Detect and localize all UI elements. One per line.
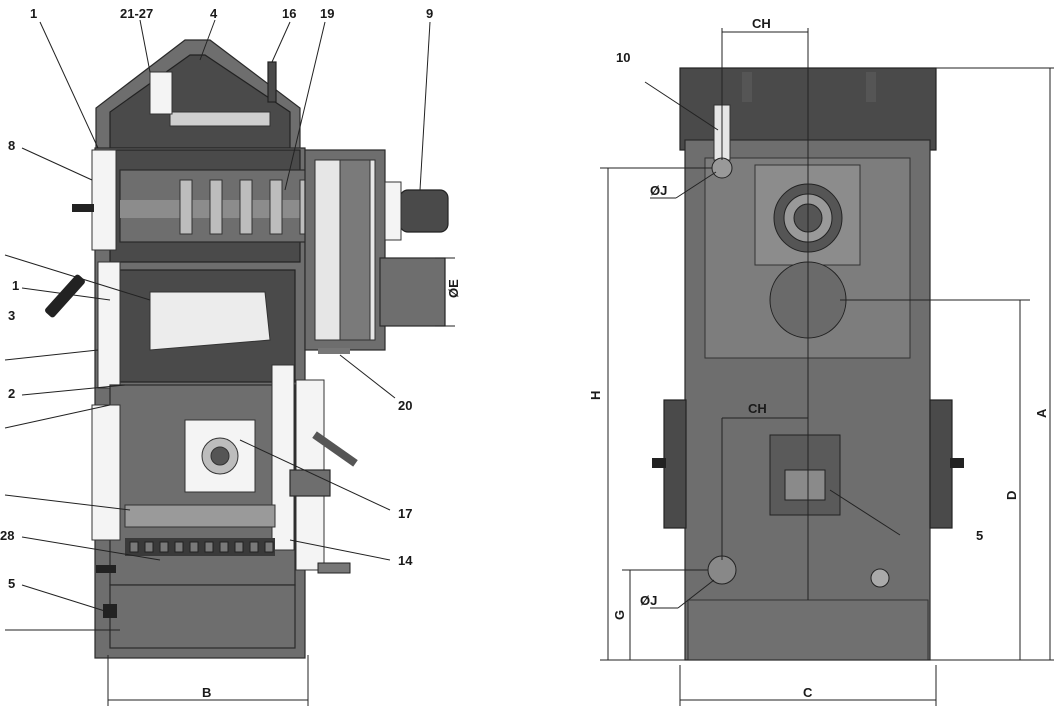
dimension-E (435, 257, 455, 327)
dimension-lines-right (600, 28, 1054, 706)
top-controls-strip (169, 111, 271, 127)
callout-14: 14 (398, 553, 413, 568)
inspection-port-inner (210, 446, 230, 466)
front-door-upper (97, 261, 121, 389)
dim-C: C (803, 685, 813, 700)
callout-8: 8 (8, 138, 15, 153)
callout-2: 2 (8, 386, 15, 401)
drain-valve (317, 562, 351, 574)
dim-CH-top: CH (752, 16, 771, 31)
leader-lines-left (4, 19, 431, 631)
top-door-8 (91, 149, 117, 251)
dim-CH-mid: CH (748, 401, 767, 416)
callout-28: 28 (0, 528, 14, 543)
dimension-B (107, 655, 309, 706)
ash-pan (109, 584, 296, 649)
dim-H: H (588, 391, 603, 400)
flue-outlet (379, 257, 446, 327)
top-sensor-2127 (149, 71, 173, 115)
motor-flange (384, 181, 402, 241)
lower-grate-inner (784, 469, 826, 501)
callout-1-top: 1 (30, 6, 37, 21)
diam-J-bottom: ØJ (640, 593, 657, 608)
callout-5-left: 5 (8, 576, 15, 591)
refractory-baffle (149, 291, 271, 351)
callout-20: 20 (398, 398, 412, 413)
callout-10: 10 (616, 50, 630, 65)
callout-1-mid: 1 (12, 278, 19, 293)
knob-8 (72, 204, 94, 212)
side-door-right (271, 364, 295, 551)
callout-4: 4 (210, 6, 218, 21)
callout-3: 3 (8, 308, 15, 323)
grate-teeth (129, 541, 274, 553)
handle-3 (45, 274, 85, 318)
callout-5-right: 5 (976, 528, 983, 543)
motor-9 (399, 189, 449, 233)
handle-5 (103, 604, 117, 618)
side-handle-left (663, 399, 687, 529)
side-section-view: ØE B 1 21-27 4 16 19 9 8 1 3 2 20 17 28 … (0, 6, 461, 706)
burner-housing-col (339, 159, 371, 341)
callout-21-27: 21-27 (120, 6, 153, 21)
front-door-lower (91, 404, 121, 541)
port-J-bottom (707, 555, 737, 585)
side-handle-right (929, 399, 953, 529)
top-cover-inner (109, 54, 291, 149)
rear-base (687, 599, 929, 661)
callout-16: 16 (282, 6, 296, 21)
lower-grate-panel (769, 434, 841, 516)
rear-pipe-right (866, 72, 876, 102)
knob-right (950, 458, 964, 468)
dim-D: D (1004, 491, 1019, 500)
top-sensor-16 (267, 61, 277, 103)
rear-pipe-left (742, 72, 752, 102)
drain-valve-left (96, 565, 116, 573)
sensor-20 (318, 348, 350, 354)
pipe-17 (289, 469, 331, 497)
dim-G: G (612, 610, 627, 620)
callout-9: 9 (426, 6, 433, 21)
dim-B-label: B (202, 685, 211, 700)
drain-port (870, 568, 890, 588)
rear-view: 10 5 CH CH ØJ ØJ H G D A C (588, 16, 1054, 706)
callout-17: 17 (398, 506, 412, 521)
diam-J-top: ØJ (650, 183, 667, 198)
port-J-top (711, 157, 733, 179)
dim-A: A (1034, 408, 1049, 418)
diam-E-label: ØE (446, 279, 461, 298)
callout-19: 19 (320, 6, 334, 21)
knob-left (652, 458, 666, 468)
grate-bar (124, 504, 276, 528)
lever-arm (312, 431, 358, 467)
